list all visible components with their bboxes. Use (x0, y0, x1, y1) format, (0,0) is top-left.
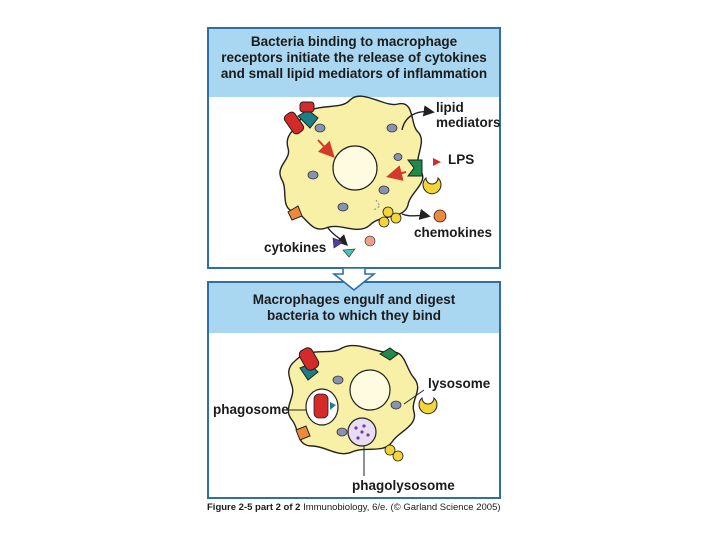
chemokines-label: chemokines (414, 225, 493, 240)
top-granule (378, 185, 390, 195)
top-macrophage (279, 95, 424, 230)
bottom-membrane-ligand (295, 425, 311, 441)
lysosome-label: lysosome (428, 376, 491, 391)
phagosome-label: phagosome (213, 402, 289, 417)
caption-source: Immunobiology, 6/e. (© Garland Science 2… (303, 502, 501, 513)
cytokine-triangle-icon (332, 237, 344, 249)
top-crescent-icon (422, 176, 442, 195)
bottom-vesicles (384, 444, 404, 462)
top-header-line-3: and small lipid mediators of inflammatio… (220, 66, 488, 81)
top-panel-header: Bacteria binding to macrophage receptors… (209, 29, 499, 97)
chemokine-icon (433, 209, 447, 223)
bottom-bacterium-receptor (298, 347, 320, 381)
figure-caption: Figure 2-5 part 2 of 2 Immunobiology, 6/… (207, 502, 501, 513)
top-header-line-1: Bacteria binding to macrophage (250, 34, 458, 49)
cytokine-circle-icon (364, 235, 376, 247)
top-panel: Bacteria binding to macrophage receptors… (207, 27, 501, 269)
lipid-label-line-2: mediators (436, 115, 501, 130)
bottom-panel-header: Macrophages engulf and digest bacteria t… (209, 283, 499, 333)
bottom-header-line-1: Macrophages engulf and digest (252, 292, 456, 307)
cytokine-triangle-icon (342, 248, 356, 258)
bottom-green-receptor (379, 347, 399, 361)
bottom-granule (390, 400, 402, 410)
top-bacterium-receptor (283, 101, 319, 135)
top-signal-arrow (317, 139, 335, 158)
top-granule (386, 123, 398, 133)
lysosome-crescent-icon (418, 396, 438, 415)
top-nucleus (332, 145, 378, 191)
lps-label: LPS (448, 152, 475, 167)
phagolysosome-label: phagolysosome (352, 478, 455, 493)
top-membrane-ligand (287, 205, 303, 221)
top-granule (337, 202, 349, 212)
cytokines-label: cytokines (264, 240, 327, 255)
caption-figure: Figure 2-5 part 2 of 2 (207, 502, 301, 513)
bottom-header-line-2: bacteria to which they bind (266, 308, 442, 323)
bottom-granule (336, 427, 348, 437)
top-granule (307, 170, 319, 180)
top-lps-receptor (407, 158, 441, 177)
top-granule (393, 153, 403, 161)
down-arrow-icon (331, 267, 377, 292)
lysosome-pointer (403, 389, 425, 405)
bottom-nucleus (349, 369, 391, 411)
chemokine-arrow (401, 208, 431, 220)
top-signal-arrow (386, 165, 407, 181)
top-secretion-vesicles (373, 199, 402, 228)
bottom-granule (332, 375, 344, 385)
top-header-line-2: receptors initiate the release of cytoki… (221, 50, 487, 65)
cytokine-arrow (327, 227, 348, 246)
lipid-label-line-1: lipid (436, 100, 464, 115)
top-granule (314, 123, 326, 133)
lipid-mediator-arrow (401, 105, 435, 131)
